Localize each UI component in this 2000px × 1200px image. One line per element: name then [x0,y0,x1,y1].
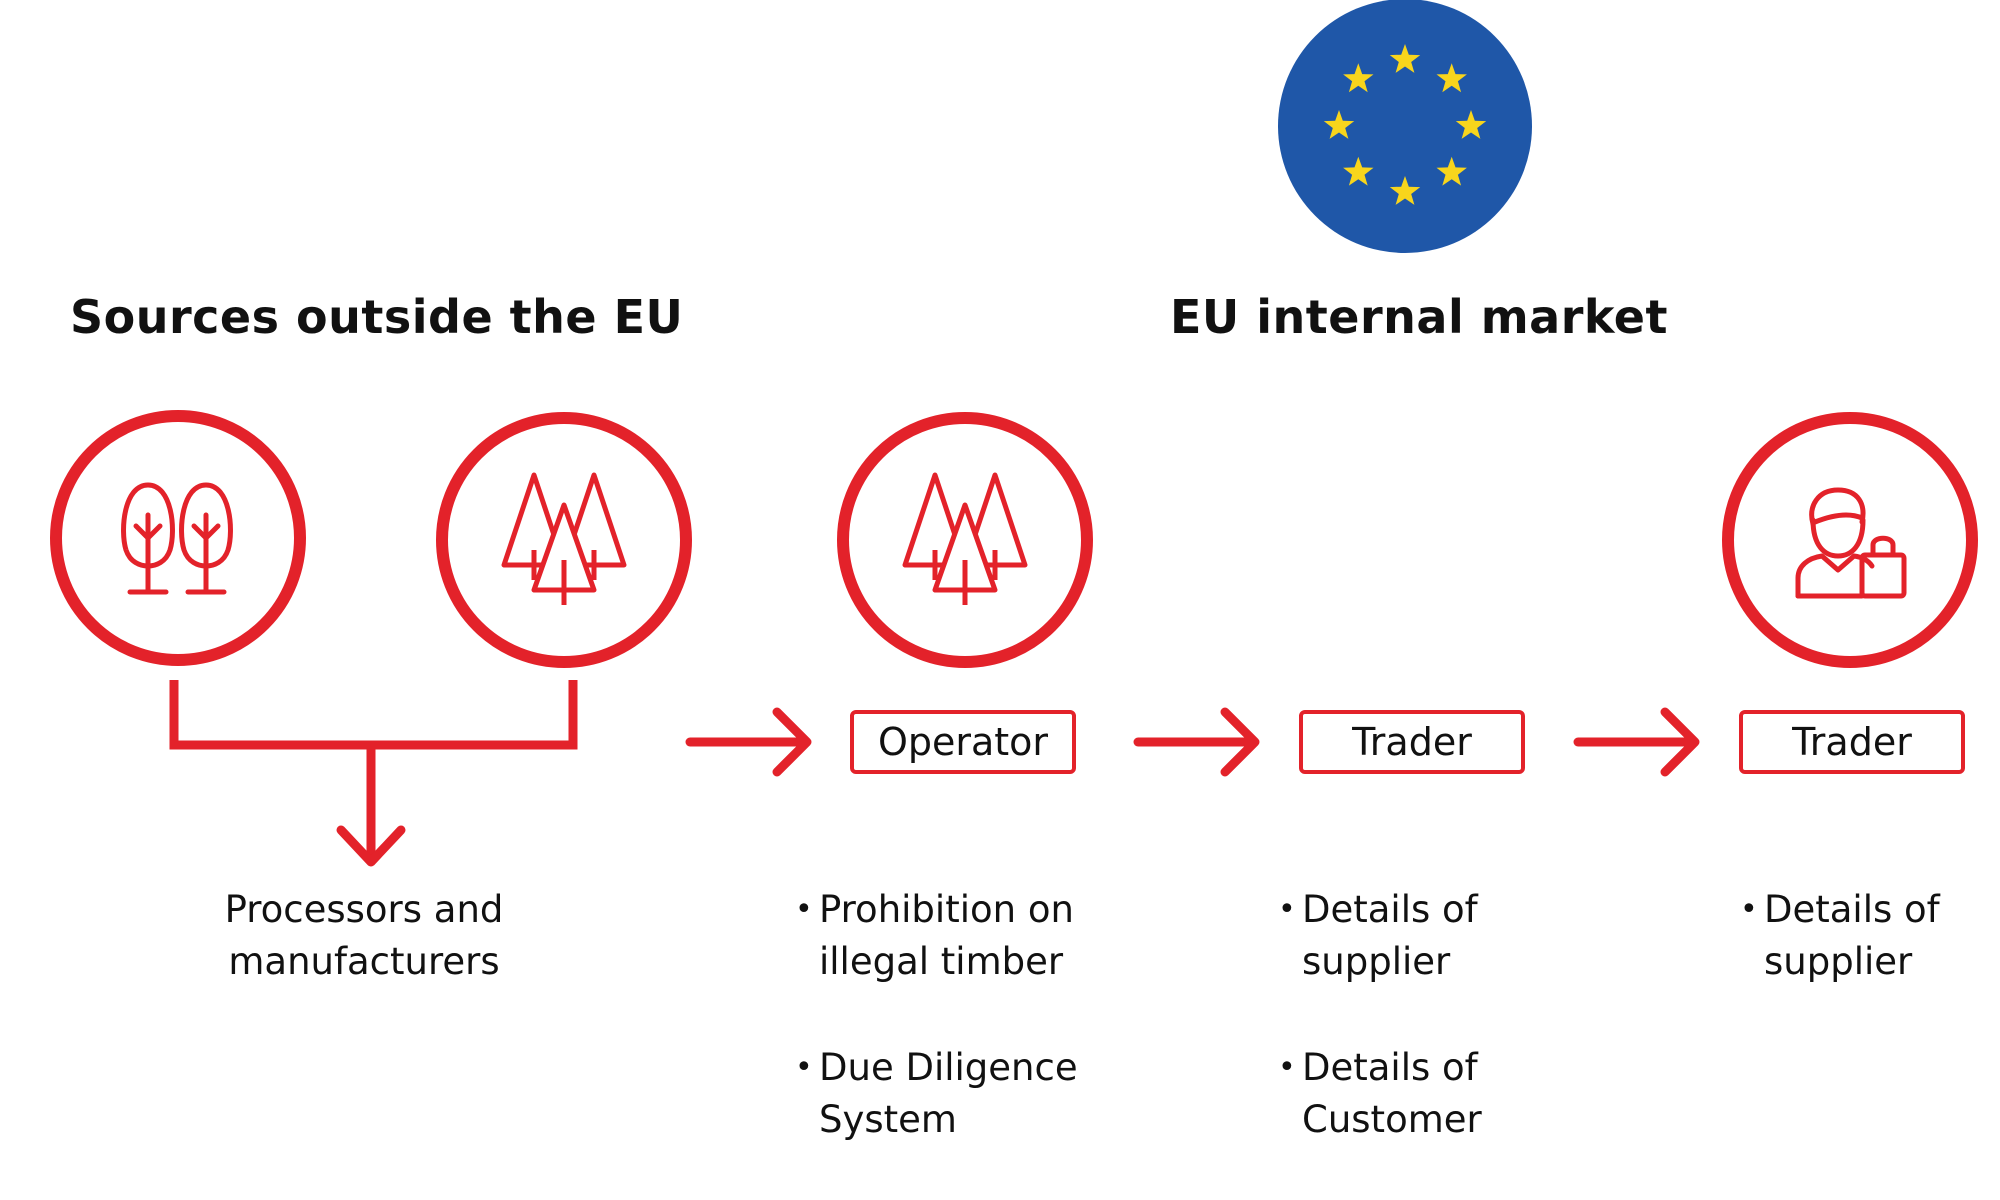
operator-box: Operator [850,710,1076,774]
arrow-to-trader-2 [1573,707,1700,777]
list-item: Details of supplier [1278,884,1602,988]
eu-star-icon [1389,44,1421,73]
trader-box-1: Trader [1299,710,1525,774]
eu-star-icon [1343,156,1374,186]
arrow-to-operator [685,707,812,777]
flow-diagram [50,0,1978,867]
heading-eu-internal-market: EU internal market [1170,290,1668,344]
trader-1-obligations: Details of supplier Details of Customer [1278,884,1602,1200]
conifer-forest-icon [436,412,692,668]
list-item: Details of supplier [1740,884,2000,988]
list-item: Due Diligence System [795,1042,1119,1146]
trader-2-obligations: Details of supplier [1740,884,2000,1042]
broadleaf-trees-icon [50,410,306,666]
list-item: Prohibition on illegal timber [795,884,1119,988]
eu-star-icon [1389,176,1421,205]
arrow-to-trader-1 [1133,707,1260,777]
eu-star-icon [1323,110,1355,139]
trader-box-2: Trader [1739,710,1965,774]
eu-flag-icon [1278,0,1532,253]
operator-forest-icon [837,412,1093,668]
eu-star-icon [1455,110,1487,139]
eu-star-icon [1343,63,1374,93]
operator-obligations: Prohibition on illegal timber Due Dilige… [795,884,1119,1200]
sources-bracket [169,680,578,867]
eu-star-icon [1436,63,1467,93]
processors-caption: Processors and manufacturers [224,888,504,983]
customer-with-bag-icon [1722,412,1978,668]
eu-star-icon [1436,156,1467,186]
list-item: Details of Customer [1278,1042,1602,1146]
heading-sources-outside-eu: Sources outside the EU [70,290,684,344]
